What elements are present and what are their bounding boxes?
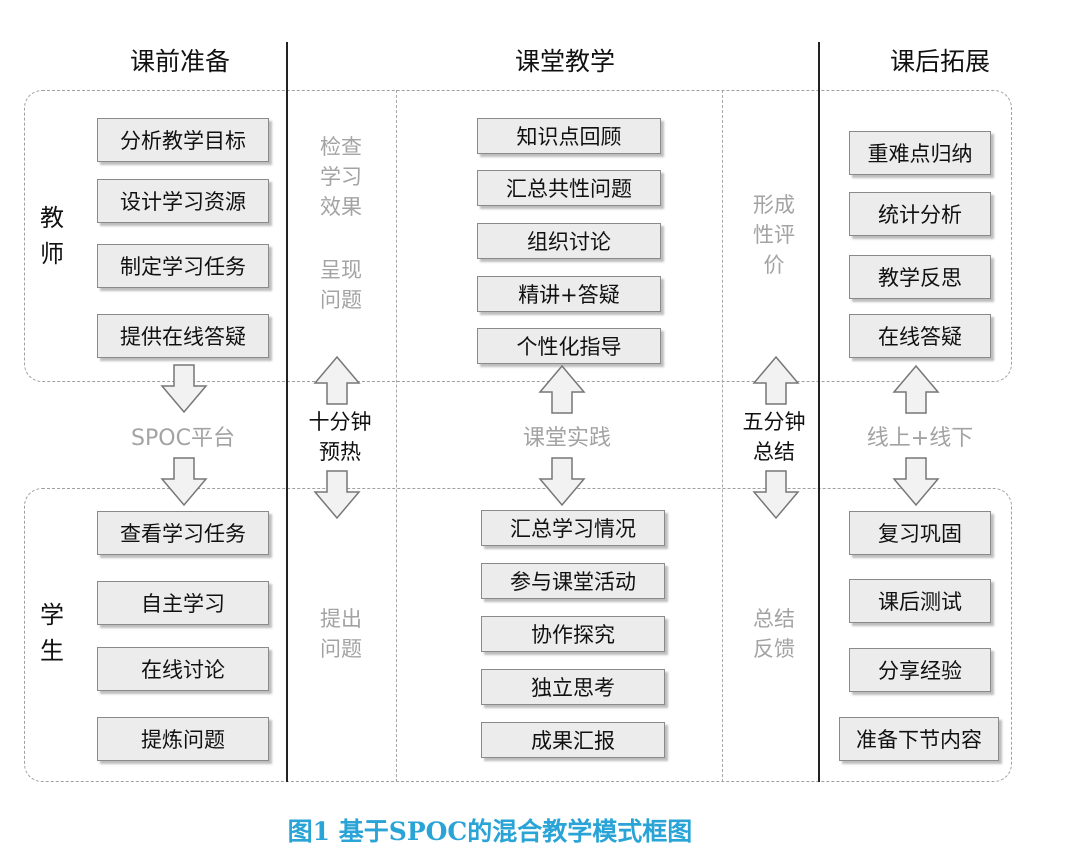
teacher-post-box: 教学反思 [849,255,991,299]
student-pre-box: 在线讨论 [97,647,269,691]
teacher-class-box: 知识点回顾 [477,118,661,154]
teacher-post-box: 在线答疑 [849,314,991,358]
student-region [24,488,1012,782]
arrow-up-icon [538,364,586,414]
column-header-class: 课堂教学 [514,47,615,76]
student-post-box: 课后测试 [849,579,991,623]
arrow-down-icon [752,470,800,520]
separator-left [286,42,288,782]
figure-caption: 图1 基于SPOC的混合教学模式框图 [287,817,693,846]
arrow-down-icon [892,457,940,507]
teacher-pre-box: 设计学习资源 [97,179,269,223]
student-pre-box: 提炼问题 [97,717,269,761]
student-class-box: 协作探究 [481,616,665,652]
teacher-pre-box: 分析教学目标 [97,118,269,162]
student-pre-box: 自主学习 [97,581,269,625]
arrow-down-icon [313,470,361,520]
student-post-box: 复习巩固 [849,511,991,555]
student-post-box: 分享经验 [849,648,991,692]
teacher-pre-box: 提供在线答疑 [97,314,269,358]
student-pre-box: 查看学习任务 [97,511,269,555]
row-label-teacher-text: 教 师 [40,204,64,268]
teacher-pre-box: 制定学习任务 [97,244,269,288]
note-check-effect: 检查 学习 效果 [320,135,362,219]
arrow-up-icon [313,355,361,405]
separator-right [818,42,820,782]
row-label-teacher: 教 师 [37,200,67,272]
teacher-post-box: 重难点归纳 [849,131,991,175]
arrow-down-icon [538,457,586,507]
note-raise-problem: 提出 问题 [320,607,362,661]
teacher-class-box: 汇总共性问题 [477,170,661,206]
note-present-problem: 呈现 问题 [320,258,362,312]
student-class-box: 独立思考 [481,669,665,705]
column-header-pre: 课前准备 [129,47,230,76]
student-class-box: 汇总学习情况 [481,510,665,546]
student-post-box: 准备下节内容 [839,717,999,761]
row-label-student-text: 学 生 [40,601,64,665]
teacher-class-box: 组织讨论 [477,223,661,259]
teacher-post-box: 统计分析 [849,192,991,236]
note-formative-eval: 形成 性评 价 [753,193,795,277]
teacher-class-box: 个性化指导 [477,328,661,364]
column-header-post: 课后拓展 [889,47,990,76]
arrow-down-icon [160,364,208,414]
arrow-up-icon [892,364,940,414]
divider-inner-left [396,90,397,782]
row-label-student: 学 生 [37,597,67,669]
teacher-class-box: 精讲+答疑 [477,276,661,312]
connector-summary: 五分钟 总结 [742,410,806,464]
arrow-up-icon [752,355,800,405]
note-summary-feedback: 总结 反馈 [753,607,795,661]
connector-warmup: 十分钟 预热 [308,410,372,464]
teacher-region [24,90,1012,382]
connector-spoc-platform: SPOC平台 [131,426,235,451]
arrow-down-icon [160,457,208,507]
student-class-box: 成果汇报 [481,722,665,758]
connector-online-offline: 线上+线下 [866,426,974,451]
divider-inner-right [722,90,723,782]
connector-class-practice: 课堂实践 [522,426,611,451]
student-class-box: 参与课堂活动 [481,563,665,599]
